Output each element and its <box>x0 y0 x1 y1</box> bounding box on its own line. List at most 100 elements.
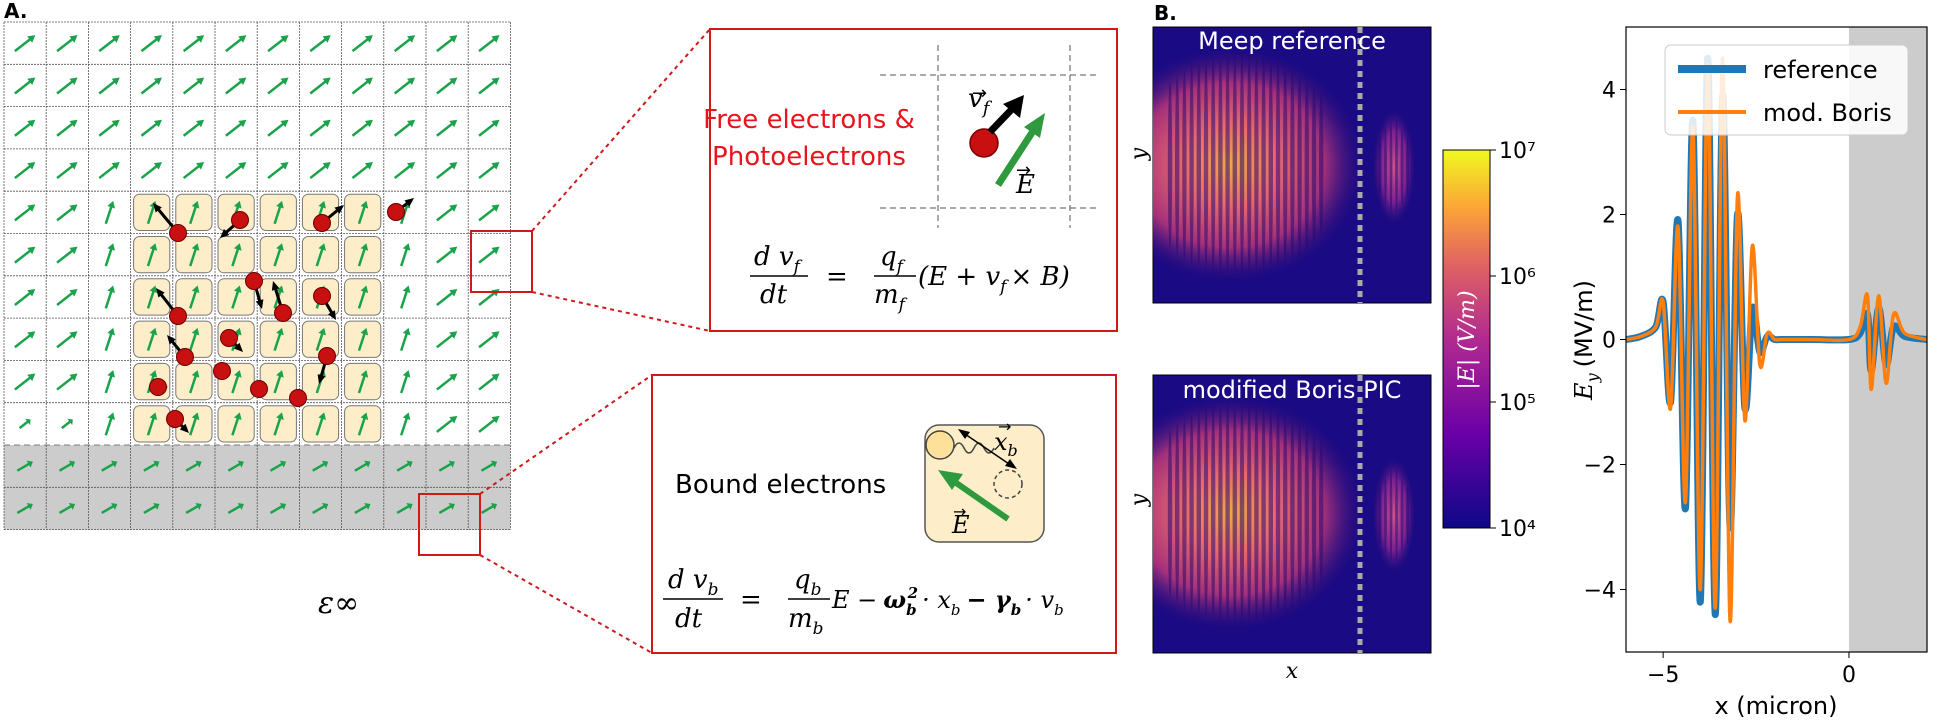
field-arrowhead <box>27 77 36 86</box>
field-arrow <box>393 164 412 180</box>
field-arrowhead <box>149 412 158 420</box>
field-arrow <box>438 504 453 515</box>
wavefront <box>1290 416 1295 610</box>
wavefront <box>1254 56 1259 274</box>
field-arrowhead <box>407 119 416 128</box>
field-arrowhead <box>67 418 73 426</box>
beam-envelope <box>1153 395 1365 631</box>
wavefront <box>1196 63 1202 267</box>
electron-velocity-arrowhead <box>317 374 326 384</box>
field-arrow <box>478 248 497 264</box>
field-arrowhead <box>491 119 500 128</box>
wavefront <box>1175 75 1180 255</box>
electron <box>176 348 194 366</box>
wavefront <box>1268 59 1274 271</box>
field-arrow <box>16 462 31 472</box>
wavefront <box>1218 56 1223 274</box>
wavefront <box>1319 440 1324 586</box>
field-arrow <box>400 374 409 394</box>
free-electrons-title: Free electrons & <box>703 105 915 135</box>
field-arrowhead <box>360 285 369 294</box>
field-arrowhead <box>196 119 205 128</box>
legend-label-boris: mod. Boris <box>1763 99 1892 127</box>
chart-x-axis-label: x (micron) <box>1714 692 1837 720</box>
field-arrowhead <box>149 327 158 336</box>
ion-core <box>925 430 955 460</box>
field-arrowhead <box>107 285 115 294</box>
field-arrowhead <box>448 460 455 468</box>
field-arrowhead <box>449 77 458 86</box>
field-arrow <box>98 121 117 137</box>
electron-velocity-arrowhead <box>156 288 165 298</box>
field-arrowhead <box>191 243 200 251</box>
field-arrowhead <box>406 502 413 510</box>
field-arrow <box>273 247 282 267</box>
field-arrow <box>14 333 33 349</box>
colorbar-label: |E| (V/m) <box>1455 290 1480 389</box>
wavefront <box>1384 477 1387 553</box>
field-arrowhead <box>233 285 242 294</box>
wavefront <box>1182 418 1187 608</box>
field-arrow <box>309 121 328 137</box>
x-tick-label: 0 <box>1842 663 1856 688</box>
field-arrowhead <box>364 460 371 468</box>
field-arrow <box>227 504 242 515</box>
field-arrow <box>478 121 497 137</box>
wavefront <box>1319 92 1324 238</box>
field-arrowhead <box>322 162 331 170</box>
wavefront <box>1311 84 1317 246</box>
field-arrow <box>478 418 497 433</box>
field-arrow <box>436 291 455 306</box>
field-arrow <box>393 121 412 137</box>
wavefront <box>1203 60 1209 270</box>
field-arrow <box>146 289 156 309</box>
electron <box>149 378 167 396</box>
field-arrow <box>104 205 113 225</box>
eq-equals: = <box>826 262 848 292</box>
field-arrowhead <box>449 373 458 382</box>
field-arrow <box>146 332 156 352</box>
transmitted-pulse <box>1372 107 1416 227</box>
field-arrow <box>104 416 113 436</box>
field-arrowhead <box>407 77 416 86</box>
vector-arrow-mark: → <box>1016 160 1031 181</box>
field-arrow <box>185 504 200 515</box>
field-arrow <box>146 205 156 225</box>
field-arrowhead <box>27 331 36 339</box>
field-arrow <box>309 164 328 180</box>
field-arrowhead <box>238 119 247 128</box>
wavefront <box>1311 432 1317 594</box>
field-arrow <box>182 164 201 180</box>
field-arrowhead <box>318 327 326 336</box>
field-arrowhead <box>238 35 247 43</box>
field-arrow <box>351 121 370 137</box>
field-arrowhead <box>191 370 200 378</box>
y-axis-label-bottom: y <box>1127 493 1152 507</box>
field-arrowhead <box>360 412 369 420</box>
field-arrowhead <box>195 502 202 510</box>
field-arrowhead <box>233 243 242 251</box>
field-arrowhead <box>449 119 458 128</box>
field-arrowhead <box>449 35 458 43</box>
field-arrowhead <box>27 119 36 128</box>
field-arrow <box>189 247 198 267</box>
photoelectrons-title: Photoelectrons <box>712 142 906 172</box>
xb-arrowhead <box>958 429 970 439</box>
field-arrowhead <box>364 119 373 128</box>
panel-a-label: A. <box>4 0 27 23</box>
field-arrowhead <box>153 119 162 128</box>
field-arrow <box>58 504 73 515</box>
field-arrowhead <box>276 412 284 420</box>
field-arrowhead <box>153 35 162 43</box>
wavefront <box>1189 66 1194 264</box>
field-arrow <box>140 121 159 137</box>
field-arrow <box>225 164 244 180</box>
e-label: E <box>951 511 970 539</box>
top-map-title: Meep reference <box>1198 27 1386 55</box>
field-arrow <box>14 164 33 180</box>
colorbar-tick-label: 10⁷ <box>1499 139 1536 164</box>
wavefront <box>1175 423 1180 603</box>
field-arrow <box>315 416 324 436</box>
field-arrow <box>189 332 198 352</box>
